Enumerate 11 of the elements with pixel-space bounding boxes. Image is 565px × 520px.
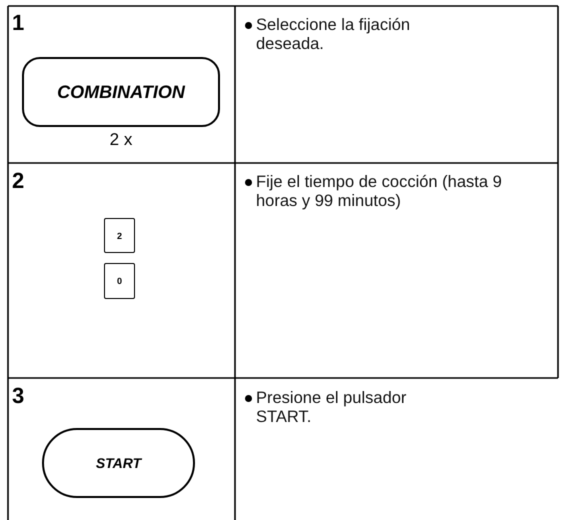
combination-button: COMBINATION xyxy=(22,57,220,127)
step-number: 3 xyxy=(12,385,24,407)
instruction-text: Presione el pulsador START. xyxy=(256,389,408,427)
instruction-text: Fije el tiempo de cocción (hasta 9 horas y 99 minutos) xyxy=(256,173,503,211)
number-key: 0 xyxy=(104,263,135,299)
press-count: 2 x xyxy=(108,130,134,150)
step-number: 1 xyxy=(12,12,24,34)
step-number: 2 xyxy=(12,170,24,192)
instruction-text: Seleccione la fijación deseada. xyxy=(256,16,412,54)
start-button: START xyxy=(42,428,195,498)
number-key: 2 xyxy=(104,218,135,253)
